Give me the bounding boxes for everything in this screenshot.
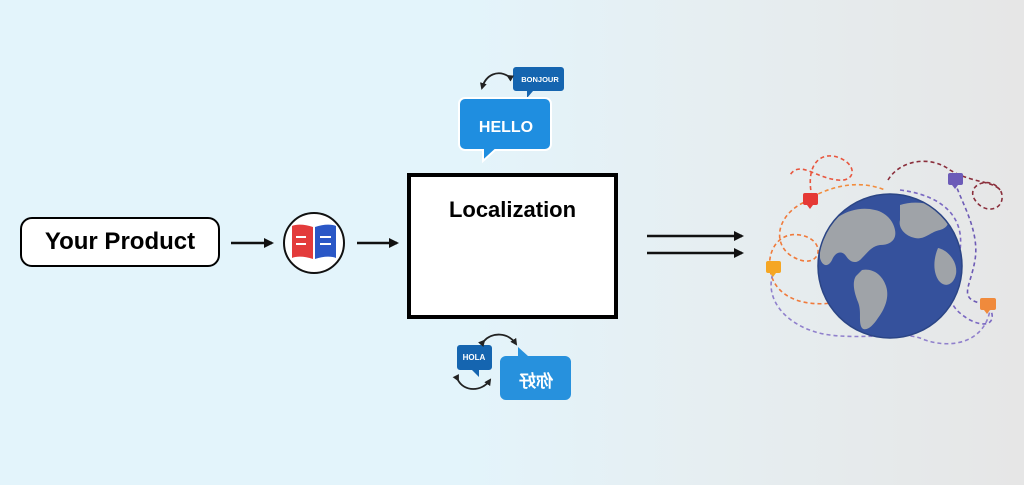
book-icon bbox=[283, 212, 345, 274]
swap-arrow-bottom-right bbox=[478, 333, 518, 348]
bubble-bonjour-text: BONJOUR bbox=[521, 75, 559, 84]
chat-bubble-icon-hello bbox=[458, 97, 552, 164]
localization-title: Localization bbox=[448, 197, 577, 222]
chat-marker-red bbox=[803, 193, 818, 209]
chat-bubble-icon-nihao bbox=[500, 347, 571, 400]
chat-marker-purple bbox=[948, 173, 963, 189]
bubble-hello-text: HELLO bbox=[479, 119, 533, 136]
chat-bubble-icon-hola bbox=[457, 345, 492, 377]
bubble-hola-text: HOLA bbox=[463, 353, 486, 362]
chat-marker-yellow bbox=[766, 261, 781, 277]
connection-paths bbox=[768, 155, 1003, 345]
swap-arrow-top bbox=[480, 72, 515, 90]
your-product-label: Your Product bbox=[44, 228, 196, 255]
swap-arrow-bottom-left bbox=[452, 373, 492, 390]
your-product-box: Your Product bbox=[20, 217, 220, 267]
bubble-nihao-text: 你好 bbox=[519, 371, 554, 391]
chat-bubble-icon-bonjour bbox=[513, 67, 564, 98]
localization-box: Localization bbox=[407, 173, 618, 319]
globe-icon bbox=[817, 193, 963, 339]
chat-marker-orange bbox=[980, 298, 996, 314]
